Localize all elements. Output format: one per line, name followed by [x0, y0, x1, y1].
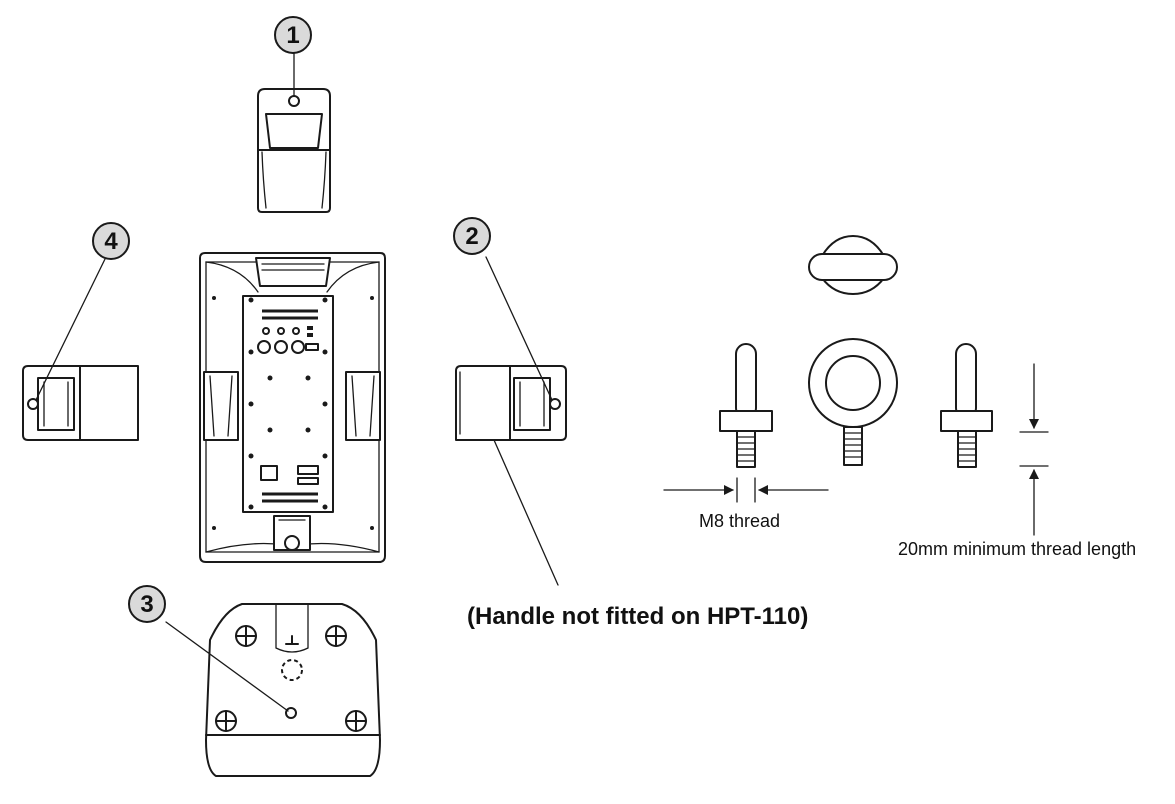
callout-2: 2	[453, 217, 491, 255]
thread-length-label: 20mm minimum thread length	[898, 539, 1136, 559]
eyebolt-top-view	[808, 235, 898, 295]
bottom-fixing-point-icon	[285, 707, 297, 719]
callout-2-label: 2	[465, 223, 478, 250]
thread-length-dimension	[1019, 363, 1049, 536]
rear-panel-connectors	[257, 326, 319, 485]
handle-note-label: (Handle not fitted on HPT-110)	[467, 603, 808, 630]
top-view-speaker	[257, 88, 331, 213]
eyebolt-side-right	[940, 343, 993, 468]
bottom-screws	[215, 625, 367, 732]
m8-thread-label: M8 thread	[699, 511, 780, 531]
eyebolt-side-left	[719, 343, 773, 468]
m8-thread-dimension	[663, 477, 829, 503]
callout-4: 4	[92, 222, 130, 260]
eyebolt-front	[808, 338, 898, 466]
right-side-view-speaker	[455, 365, 567, 441]
left-fixing-point-icon	[27, 398, 39, 410]
bottom-view-speaker	[205, 603, 381, 777]
right-fixing-point-icon	[549, 398, 561, 410]
callout-3-label: 3	[140, 591, 153, 618]
callout-1-label: 1	[286, 22, 299, 49]
callout-4-label: 4	[104, 228, 118, 255]
rear-view-speaker	[199, 252, 386, 563]
top-fixing-point-icon	[288, 95, 300, 107]
callout-1: 1	[274, 16, 312, 54]
left-side-view-speaker	[22, 365, 139, 441]
callout-3: 3	[128, 585, 166, 623]
leader-lines	[35, 52, 559, 712]
